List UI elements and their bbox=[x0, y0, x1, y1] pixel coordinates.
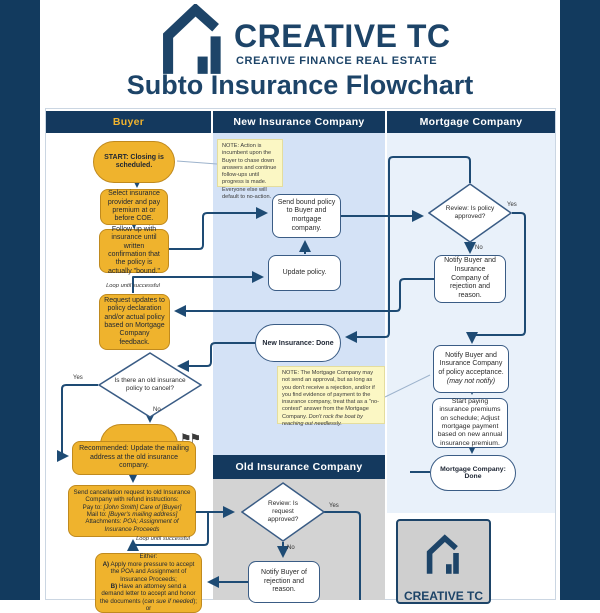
node-notify-acceptance-note: (may not notify) bbox=[446, 377, 496, 385]
node-send-bound: Send bound policy to Buyer and mortgage … bbox=[272, 194, 341, 238]
node-notify-rejection-old-label: Notify Buyer of rejection and reason. bbox=[261, 568, 307, 594]
decision-review-policy: Review: Is policy approved? bbox=[428, 183, 512, 243]
footer-brand-name: CREATIVE TC bbox=[403, 589, 484, 603]
mortgage-note-italic: Don't rock the boat by reaching out need… bbox=[282, 413, 363, 427]
either-option-b: B) Have an attorney send a demand letter… bbox=[100, 583, 197, 613]
node-update-policy: Update policy. bbox=[268, 255, 341, 291]
node-start-label: START: Closing is scheduled. bbox=[104, 153, 164, 169]
node-follow-up-label: Follow up with insurance until written c… bbox=[107, 225, 161, 275]
loop-label-bottom: Loop until successful bbox=[136, 536, 190, 542]
footer-house-logo-icon bbox=[424, 533, 464, 577]
decision-review-policy-label: Review: Is policy approved? bbox=[445, 205, 495, 220]
node-request-updates-label: Request updates to policy declaration an… bbox=[104, 296, 165, 346]
decision-old-policy-label: Is there an old insurance policy to canc… bbox=[114, 377, 186, 392]
send-cancellation-line1: Send cancellation request to old Insuran… bbox=[73, 488, 191, 504]
mail-label: Mail to: bbox=[86, 511, 109, 518]
house-logo-icon bbox=[158, 4, 230, 76]
send-cancellation-mail: Mail to: [Buyer's mailing address] bbox=[87, 511, 178, 518]
decision-review-request-label: Review: Is request approved? bbox=[267, 500, 299, 523]
node-start-paying: Start paying insurance premiums on sched… bbox=[432, 398, 508, 448]
either-a-label: A) bbox=[102, 560, 110, 568]
either-b-label: B) bbox=[110, 583, 118, 590]
send-cancellation-pay: Pay to: [John Smith] Care of [Buyer] bbox=[83, 504, 182, 511]
node-recommended-label: Recommended: Update the mailing address … bbox=[79, 445, 189, 470]
node-start: START: Closing is scheduled. bbox=[93, 141, 175, 183]
node-new-insurance-done-label: New Insurance: Done bbox=[262, 339, 334, 347]
node-mortgage-done-label: Mortgage Company: Done bbox=[440, 466, 506, 480]
node-select-insurance: Select insurance provider and pay premiu… bbox=[100, 189, 168, 225]
either-option-a: A) Apply more pressure to accept the POA… bbox=[100, 561, 197, 583]
node-request-updates: Request updates to policy declaration an… bbox=[99, 294, 170, 350]
node-mortgage-done: Mortgage Company: Done bbox=[430, 455, 516, 491]
footer-logo-box: CREATIVE TC bbox=[396, 519, 491, 604]
right-border-strip bbox=[560, 0, 600, 600]
pay-label: Pay to: bbox=[82, 503, 104, 511]
node-notify-acceptance-label: Notify Buyer and Insurance Company of po… bbox=[438, 351, 504, 377]
label-no-request: No bbox=[287, 545, 295, 551]
buyer-note: NOTE: Action is incumbent upon the Buyer… bbox=[217, 139, 283, 200]
mortgage-note: NOTE: The Mortgage Company may not send … bbox=[277, 366, 385, 427]
node-new-insurance-done: New Insurance: Done bbox=[255, 324, 341, 362]
attach-value: POA; Assignment of Insurance Proceeds bbox=[104, 518, 179, 533]
decision-review-request: Review: Is request approved? bbox=[241, 482, 325, 542]
either-a-text: Apply more pressure to accept the POA an… bbox=[109, 560, 195, 583]
brand-name: CREATIVE TC bbox=[234, 18, 451, 54]
node-send-cancellation: Send cancellation request to old Insuran… bbox=[68, 485, 196, 537]
node-notify-acceptance: Notify Buyer and Insurance Company of po… bbox=[433, 345, 509, 393]
node-either: Either: A) Apply more pressure to accept… bbox=[95, 553, 202, 613]
node-send-bound-label: Send bound policy to Buyer and mortgage … bbox=[277, 198, 336, 232]
node-follow-up: Follow up with insurance until written c… bbox=[99, 225, 169, 275]
mortgage-note-main: NOTE: The Mortgage Company may not send … bbox=[282, 370, 380, 420]
brand-subtitle: CREATIVE FINANCE REAL ESTATE bbox=[236, 55, 438, 67]
node-notify-rejection-mortgage: Notify Buyer and Insurance Company of re… bbox=[434, 255, 506, 303]
either-line1: Either: bbox=[139, 553, 158, 561]
mail-value: [Buyer's mailing address] bbox=[108, 511, 178, 518]
left-border-strip bbox=[0, 0, 40, 600]
pay-value: [John Smith] Care of [Buyer] bbox=[103, 503, 182, 511]
section-header-old-insurance: Old Insurance Company bbox=[213, 455, 385, 479]
attach-label: Attachments: bbox=[85, 518, 124, 526]
label-yes-request: Yes bbox=[329, 503, 339, 509]
node-notify-rejection-mortgage-label: Notify Buyer and Insurance Company of re… bbox=[444, 257, 496, 300]
column-header-new-insurance: New Insurance Company bbox=[213, 111, 385, 133]
either-b-italic: can sue if needed bbox=[144, 597, 194, 605]
node-select-insurance-label: Select insurance provider and pay premiu… bbox=[107, 190, 161, 223]
label-yes-old-policy: Yes bbox=[73, 375, 83, 381]
node-recommended: Recommended: Update the mailing address … bbox=[72, 441, 196, 475]
send-cancellation-attach: Attachments: POA; Assignment of Insuranc… bbox=[73, 518, 191, 533]
column-header-buyer: Buyer bbox=[46, 111, 211, 133]
page-title: Subto Insurance Flowchart bbox=[126, 70, 474, 100]
node-update-policy-label: Update policy. bbox=[282, 268, 327, 276]
node-start-paying-label: Start paying insurance premiums on sched… bbox=[437, 397, 503, 447]
label-no-policy: No bbox=[475, 245, 483, 251]
loop-label-top: Loop until successful bbox=[106, 283, 160, 289]
decision-old-policy: Is there an old insurance policy to canc… bbox=[98, 352, 202, 418]
label-yes-policy: Yes bbox=[507, 202, 517, 208]
column-header-mortgage: Mortgage Company bbox=[387, 111, 555, 133]
node-notify-rejection-old: Notify Buyer of rejection and reason. bbox=[248, 561, 320, 603]
label-no-old-policy: No bbox=[153, 407, 161, 413]
